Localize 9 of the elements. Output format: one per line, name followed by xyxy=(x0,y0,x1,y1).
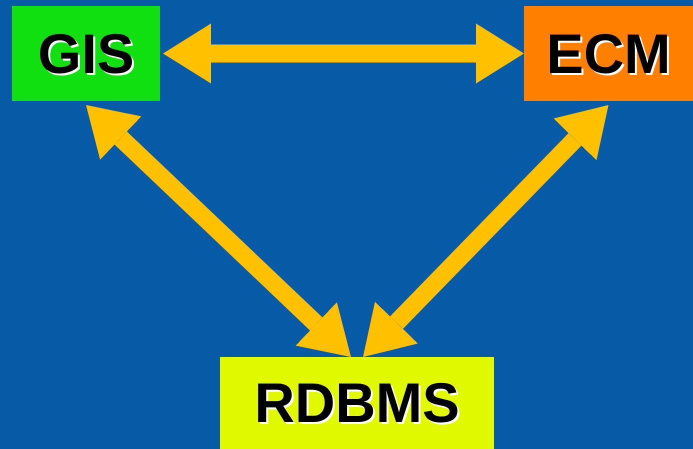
double-arrow xyxy=(86,105,351,357)
box-title: ECM xyxy=(546,26,671,82)
label-box xyxy=(12,6,160,101)
box-title: RDBMS xyxy=(254,375,460,431)
label-box xyxy=(524,6,693,101)
double-arrow xyxy=(363,105,608,357)
label-box xyxy=(220,357,494,449)
double-arrow xyxy=(163,24,524,84)
box-title: GIS xyxy=(38,26,134,82)
